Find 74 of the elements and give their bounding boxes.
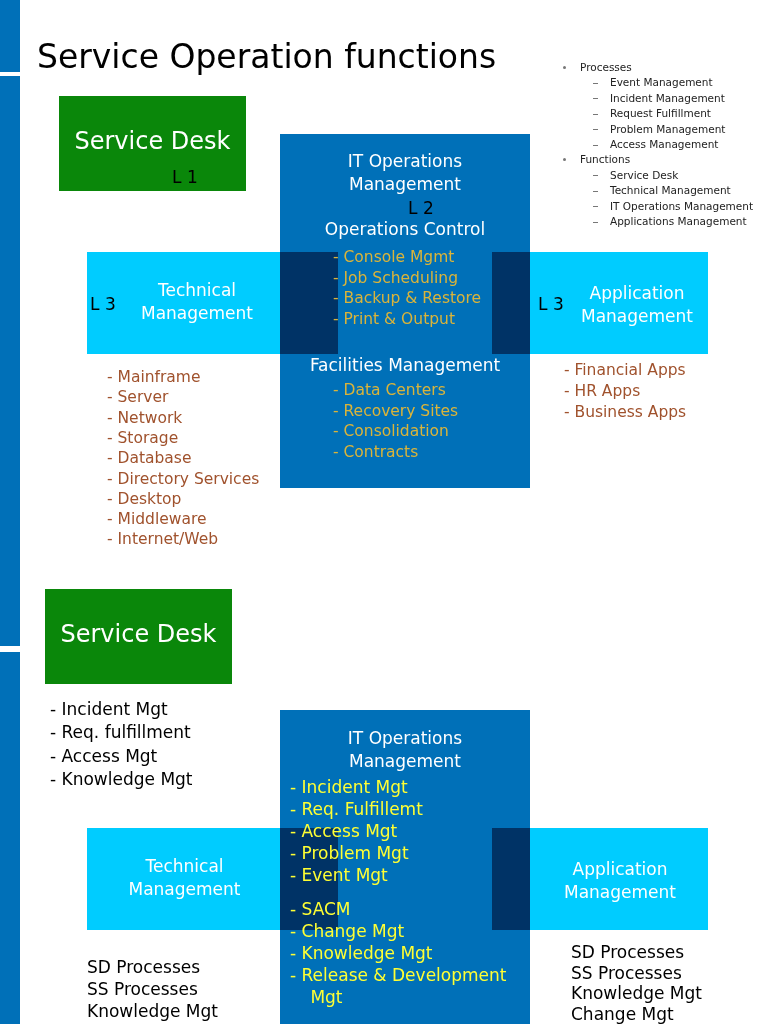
function-band <box>87 252 280 354</box>
outline-item: Functions <box>580 152 631 168</box>
list-item: - Internet/Web <box>107 529 220 550</box>
list-item: - Mainframe <box>107 367 202 388</box>
list-item: - Req. Fulfillemt <box>290 798 424 821</box>
box-title: Service Desk <box>73 126 232 157</box>
list-item: - Knowledge Mgt <box>290 942 434 965</box>
list-item: - Recovery Sites <box>333 400 460 421</box>
list-item: - Server <box>107 387 170 408</box>
list-item: SS Processes <box>87 978 199 1000</box>
function-band <box>530 828 708 930</box>
function-band <box>530 252 708 354</box>
list-item: Knowledge Mgt <box>87 1000 219 1022</box>
outline-item: Technical Management <box>610 183 731 199</box>
outline-item: Incident Management <box>610 90 725 106</box>
list-item: - Middleware <box>107 509 208 530</box>
outline-item: Processes <box>580 60 632 75</box>
band-title: Application Management <box>580 282 694 328</box>
list-item: - Release & Development Mgt <box>290 964 508 1008</box>
list-item: - Incident Mgt <box>290 776 409 799</box>
operations-box <box>280 710 530 1024</box>
box-text: Operations Control <box>323 218 487 241</box>
list-item: - Incident Mgt <box>50 698 169 721</box>
outline-item: Service Desk <box>610 167 679 183</box>
outline-item: Problem Management <box>610 121 726 137</box>
list-item: - SACM <box>290 898 352 921</box>
box-text: IT Operations Management <box>346 150 464 196</box>
list-item: - Change Mgt <box>290 920 406 943</box>
list-item: - Desktop <box>107 488 183 510</box>
service-desk-box <box>59 96 246 191</box>
list-item: - Storage <box>107 427 180 449</box>
band-title: Technical Management <box>140 279 254 325</box>
list-item: - Directory Services <box>107 468 261 489</box>
band-title: Technical Management <box>127 855 242 901</box>
list-item: - Knowledge Mgt <box>50 767 194 791</box>
list-item: - Print & Output <box>333 308 456 329</box>
list-item: - Network <box>107 407 184 428</box>
band-title: Application Management <box>563 858 677 904</box>
list-item: - Contracts <box>333 441 420 462</box>
list-item: - HR Apps <box>564 381 642 402</box>
outline-item: Access Management <box>610 137 719 152</box>
list-item: - Access Mgt <box>290 820 399 843</box>
list-item: - Event Mgt <box>290 864 389 887</box>
list-item: - Access Mgt <box>50 744 159 768</box>
box-text: IT Operations Management <box>346 727 464 773</box>
list-item: - Financial Apps <box>564 360 687 381</box>
level-label: L 3 <box>538 293 565 316</box>
level-label: L 3 <box>90 293 117 316</box>
list-item: SD Processes <box>87 956 202 978</box>
list-item: - Req. fulfillment <box>50 721 192 745</box>
outline-item: Applications Management <box>610 214 747 229</box>
list-item: Change Mgt <box>571 1003 675 1024</box>
list-item: - Console Mgmt <box>333 247 456 268</box>
box-title: Service Desk <box>59 619 218 650</box>
list-item: - Database <box>107 448 193 469</box>
list-item: Knowledge Mgt <box>571 983 703 1004</box>
list-item: SD Processes <box>571 942 686 963</box>
list-item: - Backup & Restore <box>333 288 483 309</box>
list-item: - Job Scheduling <box>333 267 459 288</box>
operations-box <box>280 134 530 488</box>
outline-item: Request Fulfillment <box>610 106 711 122</box>
level-label: L 1 <box>172 166 199 189</box>
list-item: - Consolidation <box>333 421 450 442</box>
title: Service Operation functions <box>37 36 497 78</box>
list-item: - Data Centers <box>333 380 447 401</box>
function-band <box>87 828 280 930</box>
list-item: SS Processes <box>571 962 683 983</box>
outline-item: Event Management <box>610 75 713 91</box>
service-desk-box <box>45 589 232 684</box>
list-item: - Business Apps <box>564 402 688 423</box>
outline-item: IT Operations Management <box>610 198 754 214</box>
level-label: L 2 <box>408 197 435 220</box>
box-text: Facilities Management <box>308 354 502 377</box>
list-item: - Problem Mgt <box>290 842 410 865</box>
